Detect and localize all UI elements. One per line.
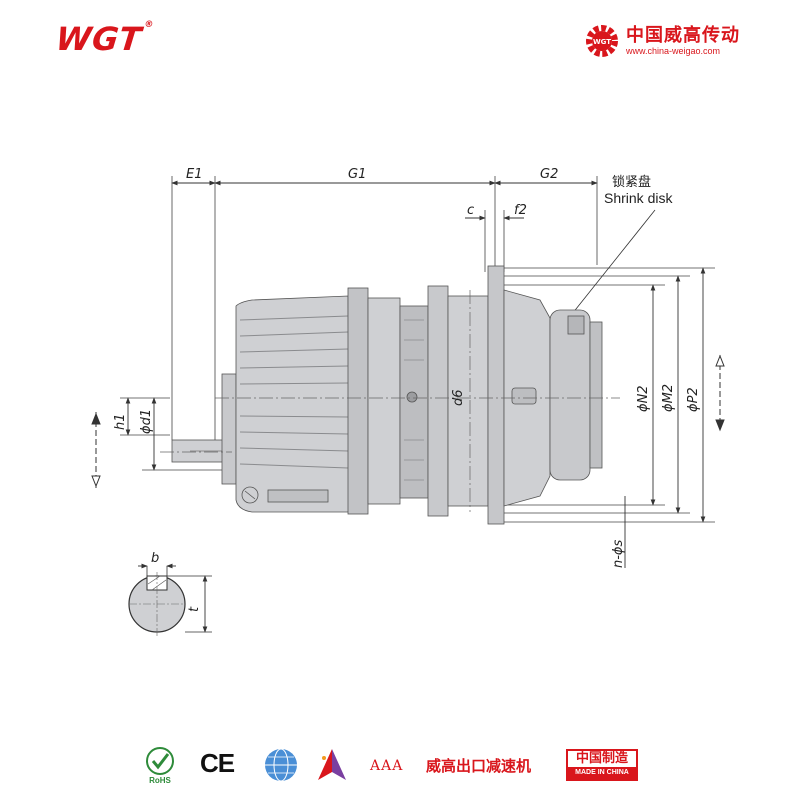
label-f2: f2 — [514, 203, 527, 218]
aaa-rating: AAA — [370, 758, 404, 774]
label-g2: G2 — [540, 167, 558, 182]
gear-logo-icon: WGT — [586, 25, 618, 57]
factory-label: 威高出口减速机 — [426, 757, 532, 775]
made-in-china-cn: 中国制造 — [575, 751, 628, 766]
centerlines — [160, 290, 620, 512]
label-c: c — [467, 203, 474, 218]
left-dimensions — [125, 397, 157, 471]
made-in-china-badge: 中国制造 MADE IN CHINA — [566, 749, 638, 781]
label-g1: G1 — [348, 167, 366, 182]
label-d6: d6 — [451, 389, 466, 406]
conical-housing — [235, 295, 351, 513]
wgt-logo-text: WGT — [54, 20, 144, 58]
label-h1: h1 — [113, 413, 128, 430]
right-dimensions — [624, 267, 706, 568]
label-e1: E1 — [186, 167, 203, 182]
label-b: b — [151, 551, 159, 566]
svg-text:WGT: WGT — [593, 38, 611, 46]
ce-mark: CE — [200, 748, 235, 778]
brand-name-cn: 中国威高传动 — [626, 25, 740, 46]
iso-globe-icon — [265, 748, 297, 782]
registered-mark: ® — [143, 20, 155, 30]
label-p2: ϕP2 — [686, 387, 701, 412]
shrink-disk — [549, 309, 591, 481]
header: WGT® WGT 中国威高传动 www.china-weigao.com — [0, 0, 800, 70]
quality-mark-icon — [318, 749, 346, 780]
gearbox-drawing: E1 G1 G2 c f2 d6 ϕN2 ϕM2 ϕP2 n-ϕs h1 ϕd1… — [91, 167, 725, 636]
gearbox-body — [171, 265, 603, 525]
keyway-section: b t — [128, 551, 212, 636]
shrink-disk-leader — [571, 209, 656, 315]
label-m2: ϕM2 — [661, 384, 676, 412]
rotation-arrows — [91, 354, 725, 488]
made-in-china-en: MADE IN CHINA — [568, 767, 636, 779]
extension-lines — [120, 176, 715, 523]
label-d1: ϕd1 — [139, 409, 154, 434]
callout-cn: 锁紧盘 — [612, 174, 651, 190]
rohs-icon: RoHS — [146, 747, 174, 785]
callout-en: Shrink disk — [604, 190, 673, 206]
rohs-label: RoHS — [149, 776, 171, 785]
dimension-labels: E1 G1 G2 c f2 d6 ϕN2 ϕM2 ϕP2 n-ϕs h1 ϕd1 — [113, 167, 701, 568]
top-dimensions — [171, 180, 598, 221]
label-t: t — [187, 606, 202, 612]
label-n2: ϕN2 — [636, 385, 651, 412]
brand-url[interactable]: www.china-weigao.com — [626, 46, 721, 56]
certification-bar: RoHS CE AAA 威高出口减速机 中国制造 MADE IN CHINA — [0, 740, 800, 790]
weigao-brand[interactable]: WGT 中国威高传动 www.china-weigao.com — [582, 18, 782, 64]
label-ns: n-ϕs — [611, 539, 626, 568]
wgt-logo[interactable]: WGT® — [54, 20, 155, 58]
